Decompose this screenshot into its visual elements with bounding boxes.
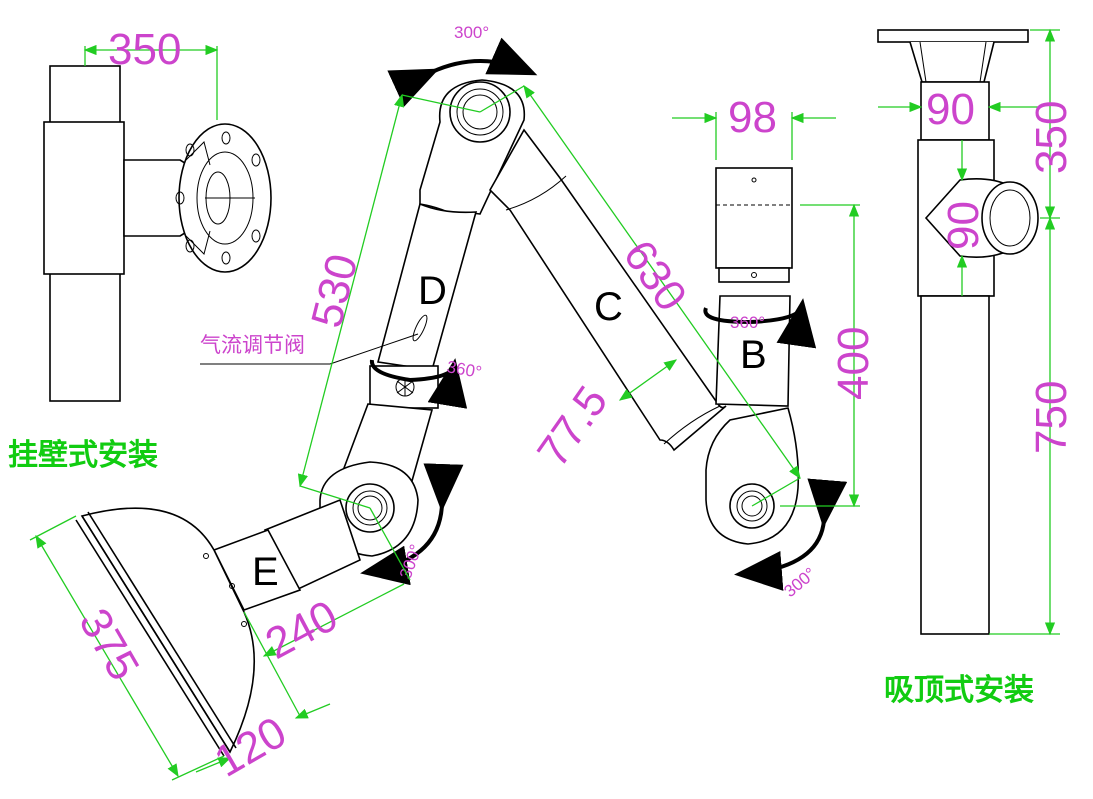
- label-c: C: [594, 285, 623, 329]
- label-e: E: [252, 550, 279, 594]
- dim-ceil-750: 750: [989, 216, 1076, 636]
- rot-text-b: 360°: [730, 313, 765, 332]
- valve-note: 气流调节阀: [200, 333, 305, 357]
- ceiling-outlet: [981, 181, 1039, 255]
- dim-text-ceil-350: 350: [1027, 101, 1076, 174]
- dim-text-ceil-90b: 90: [939, 201, 988, 250]
- caption-ceiling-mount: 吸顶式安装: [884, 673, 1034, 708]
- dim-ceil-90: 90: [878, 85, 1040, 134]
- rotation-arrow-top: [387, 37, 538, 107]
- rot-text-d: 360°: [445, 357, 483, 382]
- mount-ring: [718, 267, 790, 283]
- dim-ceil-90b: 90: [939, 140, 988, 296]
- ceiling-mount-view: [877, 29, 1039, 635]
- dim-text-ceil-750: 750: [1027, 381, 1076, 454]
- dim-400: 400: [780, 203, 878, 508]
- rotation-arrow-e: [360, 463, 464, 586]
- caption-wall-mount: 挂壁式安装: [8, 438, 158, 473]
- rotation-arrow-b-lower: [734, 478, 848, 591]
- ceiling-lower-pipe: [920, 295, 990, 635]
- valve-handle: [412, 314, 428, 342]
- dim-text-400: 400: [829, 327, 878, 400]
- dim-98: 98: [672, 93, 836, 160]
- ceiling-plate: [877, 29, 1029, 43]
- wall-collar: [43, 121, 125, 275]
- dim-ceil-350: 350: [1027, 28, 1076, 220]
- label-d: D: [418, 269, 447, 313]
- dim-text-77-5: 77.5: [528, 377, 617, 475]
- label-b: B: [740, 333, 767, 377]
- dim-text-98: 98: [728, 93, 777, 142]
- wall-mount-view: [43, 65, 272, 402]
- rot-text-top: 300°: [454, 23, 489, 42]
- mount-cylinder: [715, 167, 793, 269]
- dim-text-ceil-90: 90: [926, 85, 975, 134]
- dim-wall-350: 350: [83, 25, 219, 120]
- dim-text-350: 350: [108, 25, 181, 74]
- dim-text-240: 240: [258, 591, 346, 669]
- dim-text-530: 530: [302, 249, 367, 332]
- dim-text-375: 375: [69, 601, 148, 689]
- rot-text-b-lower: 300°: [780, 564, 819, 601]
